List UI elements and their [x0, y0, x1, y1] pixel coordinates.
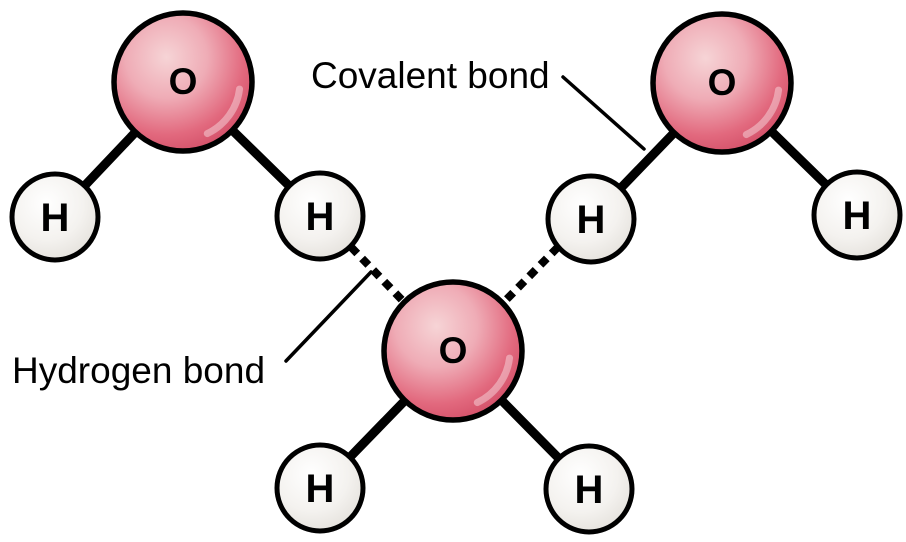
hydrogen-atom: H — [274, 442, 366, 534]
water-molecule-top-right: O H H — [545, 11, 903, 265]
hydrogen-sphere — [545, 173, 637, 265]
oxygen-sphere — [650, 11, 794, 155]
oxygen-atom: O — [111, 10, 255, 154]
hydrogen-sphere — [274, 170, 366, 262]
oxygen-sphere — [111, 10, 255, 154]
hydrogen-bond-pointer-line — [284, 270, 373, 363]
oxygen-atom: O — [381, 279, 525, 423]
hydrogen-label: H — [843, 194, 872, 238]
hydrogen-bond-label: Hydrogen bond — [12, 350, 265, 391]
oxygen-label: O — [169, 61, 198, 102]
hydrogen-label: H — [306, 467, 335, 511]
hydrogen-atom: H — [274, 170, 366, 262]
hydrogen-label: H — [41, 196, 70, 240]
hydrogen-bonds — [348, 244, 561, 304]
water-molecule-top-left: O H H — [9, 10, 366, 263]
hydrogen-atom: H — [9, 171, 101, 263]
hydrogen-label: H — [306, 195, 335, 239]
annotations: Covalent bond Hydrogen bond — [12, 55, 646, 391]
hydrogen-atom: H — [543, 443, 635, 535]
hydrogen-bond-line — [348, 244, 405, 303]
oxygen-label: O — [708, 62, 737, 103]
hydrogen-sphere — [811, 169, 903, 261]
water-molecule-center: O H H — [274, 279, 635, 535]
oxygen-atom: O — [650, 11, 794, 155]
hydrogen-atom: H — [545, 173, 637, 265]
hydrogen-atom: H — [811, 169, 903, 261]
hydrogen-label: H — [577, 198, 606, 242]
covalent-bond-label: Covalent bond — [311, 55, 550, 96]
hydrogen-bond-line — [502, 244, 561, 304]
hydrogen-sphere — [543, 443, 635, 535]
hydrogen-sphere — [9, 171, 101, 263]
oxygen-label: O — [439, 330, 468, 371]
covalent-bond-pointer-line — [561, 75, 646, 151]
hydrogen-sphere — [274, 442, 366, 534]
oxygen-sphere — [381, 279, 525, 423]
hydrogen-label: H — [575, 468, 604, 512]
